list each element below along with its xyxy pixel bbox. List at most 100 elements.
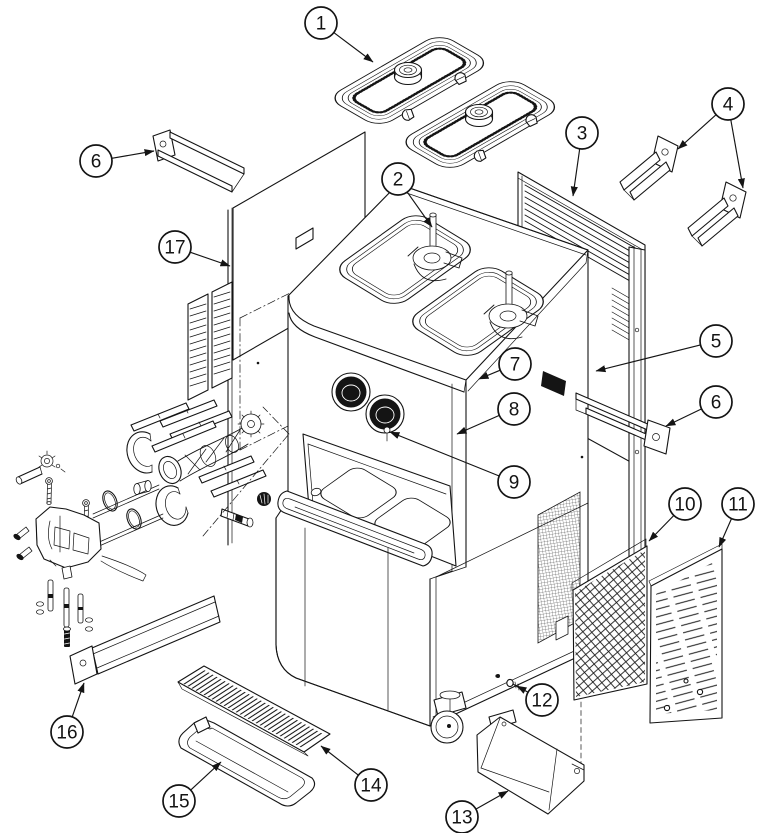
rating-label — [541, 371, 566, 396]
door-body — [35, 506, 102, 580]
callout-number: 3 — [577, 124, 588, 145]
callout-10-condenser-filter-screen: 10 — [648, 487, 702, 542]
lid-vent-cap — [393, 61, 423, 86]
drip-tray-pan — [178, 716, 316, 807]
counter-drip-recess — [277, 487, 433, 567]
callout-3-rear-panel: 3 — [565, 116, 599, 197]
thumb-screw — [13, 526, 30, 541]
knurled-nut — [257, 492, 271, 506]
mounting-bracket — [619, 135, 679, 201]
lid-clip — [454, 72, 467, 86]
leader-line — [516, 685, 529, 694]
callout-balloon — [498, 347, 532, 381]
freezer-door-assembly — [13, 450, 164, 647]
callout-number: 2 — [393, 170, 404, 191]
callout-5-right-side-panel: 5 — [595, 324, 733, 373]
freezer-port — [331, 372, 371, 412]
callout-number: 16 — [56, 723, 77, 744]
callout-number: 8 — [509, 400, 520, 421]
condenser-filter-screen — [571, 538, 648, 764]
prime-plugs — [36, 579, 93, 647]
callout-6-shelf-bracket-right: 6 — [665, 385, 733, 427]
callout-balloon — [50, 715, 84, 749]
lid-vent-cap — [464, 103, 494, 128]
shelf-bracket — [152, 129, 245, 193]
mounting-bracket — [687, 181, 747, 247]
callout-balloon — [497, 392, 531, 426]
drip-tray-grate — [177, 665, 331, 757]
hopper-agitator — [483, 270, 539, 340]
leader-line — [718, 518, 733, 548]
leader-line — [648, 515, 675, 542]
condenser-grid — [537, 491, 581, 644]
left-louver-strips — [187, 281, 233, 401]
callout-8-front-panel: 8 — [456, 392, 531, 435]
callout-balloon — [354, 768, 388, 802]
callout-7-front-corner-trim: 7 — [478, 347, 532, 381]
leader-line — [333, 32, 374, 63]
freezer-port — [365, 394, 405, 434]
callout-6-shelf-bracket-left: 6 — [79, 144, 155, 178]
callout-balloon — [445, 800, 479, 833]
callout-number: 9 — [509, 473, 520, 494]
caster-wheel — [430, 690, 467, 744]
drive-shaft — [220, 508, 254, 528]
callout-number: 1 — [316, 14, 327, 35]
leader-line — [478, 369, 501, 380]
louvered-access-panel — [648, 543, 723, 724]
callout-14-drip-tray-grate: 14 — [320, 745, 388, 802]
hopper-opening — [339, 215, 471, 304]
leader-line — [665, 408, 702, 427]
callout-number: 4 — [723, 95, 734, 116]
support-rail — [69, 595, 221, 685]
callout-2-hopper-agitator-pin: 2 — [381, 162, 433, 228]
leader-line — [190, 761, 222, 791]
lid-clip — [401, 108, 415, 121]
callout-17-left-side-panel: 17 — [158, 230, 231, 267]
leader-line — [456, 414, 500, 435]
blade-strips — [130, 402, 217, 453]
lid-clip — [525, 114, 538, 128]
callout-number: 11 — [728, 495, 748, 516]
callout-balloon — [565, 116, 599, 150]
callout-number: 10 — [674, 495, 695, 516]
callout-balloon — [381, 162, 415, 196]
leader-line — [570, 148, 581, 197]
leader-line — [595, 344, 701, 373]
leader-line — [71, 682, 85, 718]
prime-plug-rods — [92, 484, 164, 548]
callout-number: 12 — [531, 691, 552, 712]
leader-line — [189, 251, 231, 267]
bushing — [133, 480, 152, 495]
scraper-clip — [126, 431, 153, 474]
leader-line — [406, 191, 433, 228]
leader-line — [111, 149, 155, 159]
callout-13-air-deflector-chute: 13 — [445, 790, 509, 833]
machine-body — [275, 183, 589, 727]
callout-number: 14 — [360, 776, 382, 797]
dispense-pin — [383, 426, 391, 442]
callout-4-mounting-brackets: 4 — [677, 87, 745, 189]
callout-11-louvered-access-panel: 11 — [718, 487, 755, 548]
callout-balloon — [525, 683, 559, 717]
callout-15-drip-tray-pan: 15 — [162, 761, 222, 818]
callout-balloon — [711, 87, 745, 121]
leader-line — [389, 431, 500, 477]
leader-line — [475, 790, 509, 810]
callout-balloon — [304, 6, 338, 40]
beater-spiral — [158, 410, 265, 485]
callout-balloon — [162, 784, 196, 818]
door-wire-handle — [100, 555, 147, 582]
callout-number: 6 — [91, 152, 102, 173]
scraper-clip — [155, 485, 189, 526]
drive-coupler — [237, 410, 265, 438]
callout-balloon — [721, 487, 755, 521]
callout-number: 5 — [711, 332, 722, 353]
callout-number: 6 — [711, 393, 722, 414]
hopper-lid — [334, 37, 485, 124]
callout-12-panel-screw: 12 — [516, 683, 559, 717]
callout-9-dispense-pin: 9 — [389, 431, 531, 499]
